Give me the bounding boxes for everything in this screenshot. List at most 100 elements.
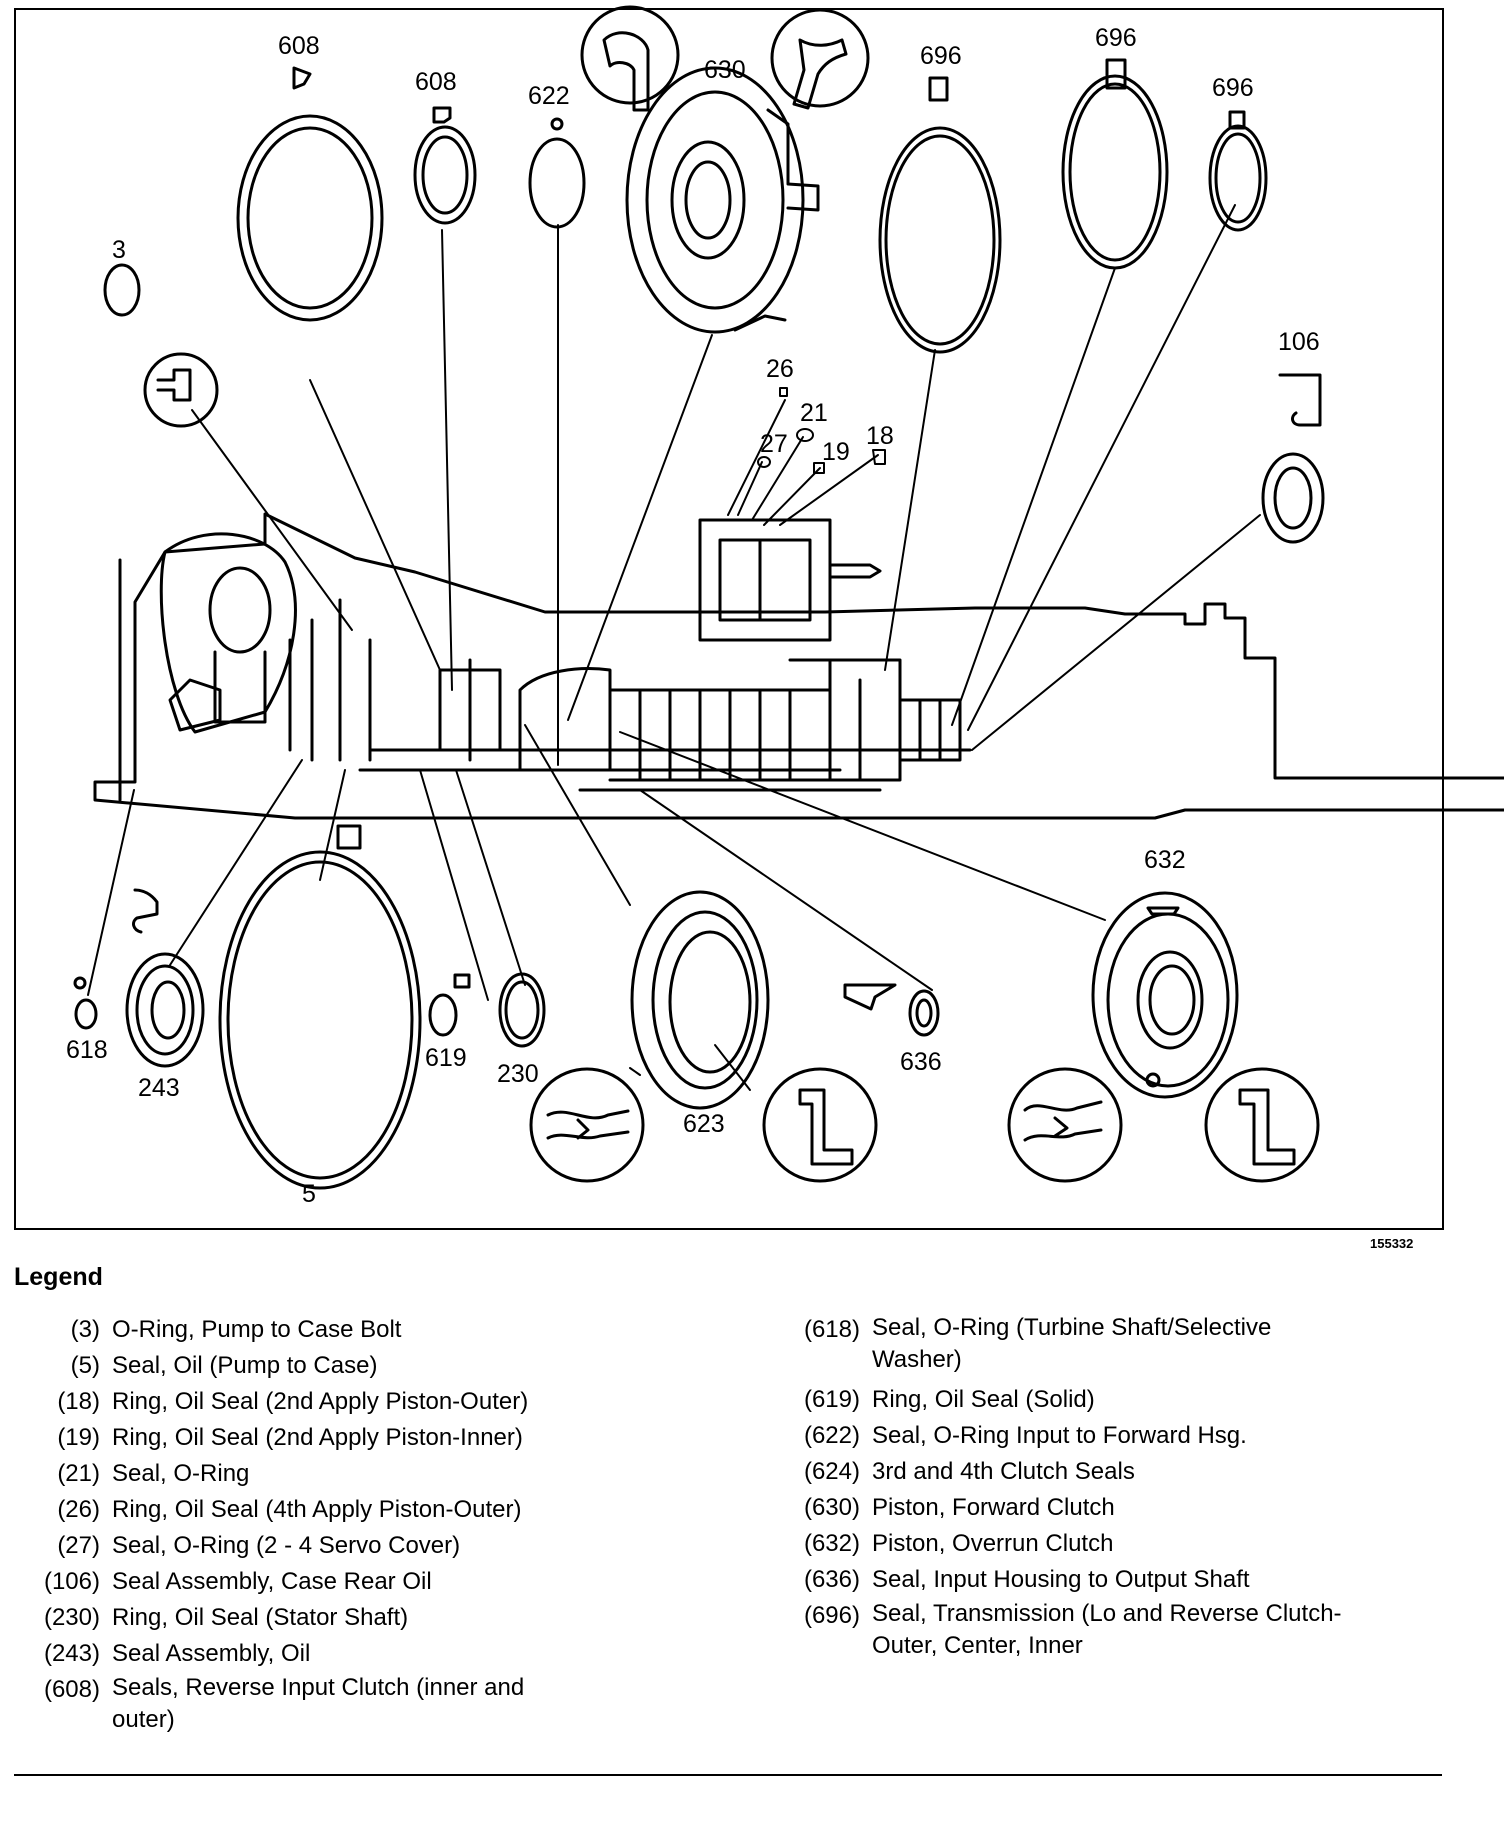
- ring-619: [428, 973, 471, 1037]
- legend-text: Ring, Oil Seal (2nd Apply Piston-Inner): [112, 1424, 523, 1451]
- callout-622: 622: [528, 82, 570, 110]
- legend-text: Piston, Forward Clutch: [872, 1494, 1115, 1521]
- legend-item: (243) Seal Assembly, Oil: [0, 1636, 660, 1672]
- callout-5: 5: [302, 1180, 316, 1208]
- legend-code: (243): [43, 1640, 100, 1667]
- seal-696-outer: [878, 76, 1002, 354]
- seal-608-outer: [236, 66, 384, 322]
- seal-106: [1261, 373, 1325, 544]
- legend-text: Seal Assembly, Oil: [112, 1640, 311, 1667]
- seal-696-center: [1061, 58, 1169, 270]
- legend-item: (27) Seal, O-Ring (2 - 4 Servo Cover): [0, 1528, 660, 1564]
- callout-636: 636: [900, 1048, 942, 1076]
- callout-19: 19: [822, 438, 850, 466]
- oring-3: [103, 263, 219, 428]
- legend-code: (636): [803, 1566, 860, 1593]
- legend-code: (106): [43, 1568, 100, 1595]
- legend-text: Seal, O-Ring: [112, 1460, 250, 1487]
- legend-item: (19) Ring, Oil Seal (2nd Apply Piston-Inn…: [0, 1420, 660, 1456]
- legend-text: Seal, Oil (Pump to Case): [112, 1352, 378, 1379]
- diagram-frame: [14, 8, 1444, 1230]
- legend-item: (622) Seal, O-Ring Input to Forward Hsg.: [760, 1418, 1460, 1454]
- callout-608-outer: 608: [278, 32, 320, 60]
- legend-code: (624): [803, 1458, 860, 1485]
- legend-text: Ring, Oil Seal (2nd Apply Piston-Outer): [112, 1388, 529, 1415]
- legend-code: (632): [803, 1530, 860, 1557]
- callout-106: 106: [1278, 328, 1320, 356]
- legend-text: Seal, Transmission (Lo and Reverse Clutc…: [872, 1600, 1342, 1659]
- callout-3: 3: [112, 236, 126, 264]
- legend-code: (630): [803, 1494, 860, 1521]
- small-rings: [757, 387, 886, 474]
- legend-item: (5)Seal, Oil (Pump to Case): [0, 1348, 660, 1384]
- legend-text: Seal, Input Housing to Output Shaft: [872, 1566, 1250, 1593]
- legend-text: Seal, O-Ring (2 - 4 Servo Cover): [112, 1532, 461, 1559]
- seal-636: [843, 983, 940, 1037]
- callout-632: 632: [1144, 846, 1186, 874]
- legend-code: (18): [57, 1388, 100, 1415]
- legend-code: (26): [57, 1496, 100, 1523]
- legend-item: (618)Seal, O-Ring (Turbine Shaft/Selecti…: [760, 1312, 1460, 1382]
- legend-code: (3): [70, 1316, 100, 1343]
- bottom-rule: [14, 1774, 1442, 1776]
- legend-item: (624) 3rd and 4th Clutch Seals: [760, 1454, 1460, 1490]
- callout-696-outer: 696: [920, 42, 962, 70]
- callout-26: 26: [766, 355, 794, 383]
- legend-text: Ring, Oil Seal (Solid): [872, 1386, 1095, 1413]
- seal-608-inner: [413, 106, 477, 225]
- callout-243: 243: [138, 1074, 180, 1102]
- legend-code: (230): [43, 1604, 100, 1631]
- legend-text: Piston, Overrun Clutch: [872, 1530, 1114, 1557]
- seal-623: [529, 890, 878, 1183]
- legend-code: (696): [803, 1602, 860, 1629]
- legend-item: (636) Seal, Input Housing to Output Shaft: [760, 1562, 1460, 1598]
- legend-column-right: (618)Seal, O-Ring (Turbine Shaft/Selecti…: [760, 1312, 1460, 1668]
- legend-item: (3) O-Ring, Pump to Case Bolt: [0, 1312, 660, 1348]
- legend-title: Legend: [14, 1263, 103, 1291]
- legend-item: (632) Piston, Overrun Clutch: [760, 1526, 1460, 1562]
- callout-18: 18: [866, 422, 894, 450]
- callout-696-center: 696: [1095, 24, 1137, 52]
- leader-lines: [87, 204, 1261, 1091]
- piston-632: [1007, 891, 1320, 1183]
- transmission-body: [93, 512, 1504, 820]
- callout-696-inner: 696: [1212, 74, 1254, 102]
- legend-column-left: (3) O-Ring, Pump to Case Bolt (5)Seal, Oi…: [0, 1312, 660, 1742]
- legend-text: Seals, Reverse Input Clutch (inner and o…: [112, 1674, 525, 1733]
- seal-243: [125, 888, 205, 1068]
- seal-5: [218, 824, 422, 1190]
- legend-text: O-Ring, Pump to Case Bolt: [112, 1316, 402, 1343]
- legend-text: Ring, Oil Seal (Stator Shaft): [112, 1604, 409, 1631]
- legend-text: 3rd and 4th Clutch Seals: [872, 1458, 1135, 1485]
- legend-code: (21): [57, 1460, 100, 1487]
- legend-code: (27): [57, 1532, 100, 1559]
- legend-code: (608): [43, 1676, 100, 1703]
- piston-630: [580, 5, 870, 334]
- ring-230: [498, 972, 546, 1048]
- legend-code: (19): [57, 1424, 100, 1451]
- legend-text: Seal, O-Ring Input to Forward Hsg.: [872, 1422, 1247, 1449]
- legend-text: Seal, O-Ring (Turbine Shaft/Selective Wa…: [872, 1314, 1272, 1373]
- legend-text: Ring, Oil Seal (4th Apply Piston-Outer): [112, 1496, 522, 1523]
- callout-21: 21: [800, 399, 828, 427]
- legend-item: (230) Ring, Oil Seal (Stator Shaft): [0, 1600, 660, 1636]
- callout-623: 623: [683, 1110, 725, 1138]
- figure-number: 155332: [1370, 1236, 1414, 1251]
- seal-622: [528, 117, 586, 229]
- legend-item: (630) Piston, Forward Clutch: [760, 1490, 1460, 1526]
- callout-630: 630: [704, 56, 746, 84]
- legend-item: (21) Seal, O-Ring: [0, 1456, 660, 1492]
- legend-item: (18) Ring, Oil Seal (2nd Apply Piston-Out…: [0, 1384, 660, 1420]
- seal-696-inner: [1208, 110, 1268, 232]
- callout-618: 618: [66, 1036, 108, 1064]
- legend-item: (608) Seals, Reverse Input Clutch (inner …: [0, 1672, 660, 1742]
- callout-608-inner: 608: [415, 68, 457, 96]
- legend-code: (622): [803, 1422, 860, 1449]
- legend-item: (619) Ring, Oil Seal (Solid): [760, 1382, 1460, 1418]
- callout-27: 27: [760, 430, 788, 458]
- callout-619: 619: [425, 1044, 467, 1072]
- callout-230: 230: [497, 1060, 539, 1088]
- legend-code: (619): [803, 1386, 860, 1413]
- legend-item: (26) Ring, Oil Seal (4th Apply Piston-Out…: [0, 1492, 660, 1528]
- legend-item: (106)Seal Assembly, Case Rear Oil: [0, 1564, 660, 1600]
